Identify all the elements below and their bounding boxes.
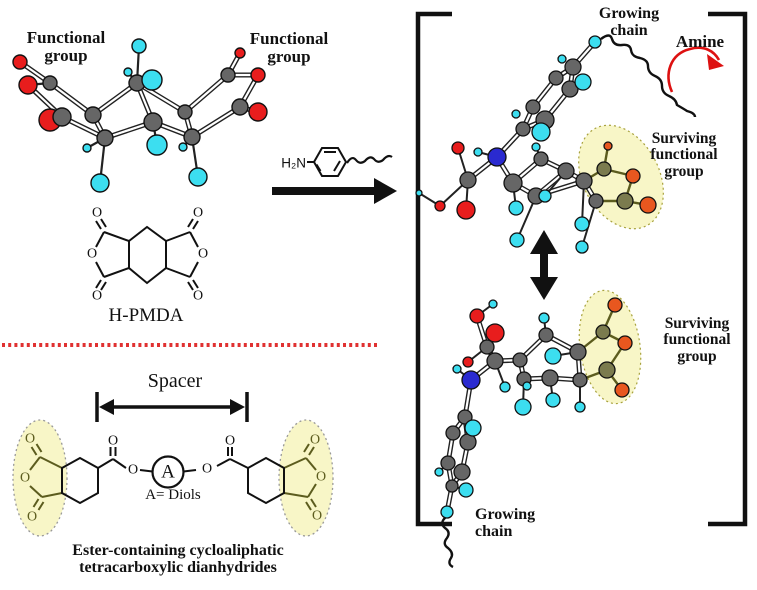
amine-label: Amine — [675, 32, 725, 51]
oxygen-label: O — [193, 206, 203, 221]
bracket-right — [708, 11, 748, 527]
functional-group-label-left: Functional group — [26, 28, 106, 65]
growing-chain-squiggle-top — [600, 34, 697, 118]
bracket-left — [415, 11, 452, 527]
highlight-oval-left — [12, 419, 68, 537]
oxygen-label: O — [87, 247, 97, 262]
oxygen-label: O — [27, 510, 37, 525]
ester-dianhydride-structure: O O O O A O O O O O O — [12, 419, 334, 537]
linker-a-label: A — [161, 462, 175, 483]
amine-formula: H₂N — [281, 156, 306, 171]
spacer-label: Spacer — [147, 370, 203, 392]
oxygen-label: O — [310, 433, 320, 448]
oxygen-label: O — [25, 432, 35, 447]
hpmda-3d-model — [12, 38, 268, 193]
highlight-oval-right — [278, 419, 334, 537]
oxygen-label: O — [198, 247, 208, 262]
reaction-arrow — [272, 178, 397, 204]
oxygen-label: O — [92, 206, 102, 221]
oxygen-label: O — [225, 434, 235, 449]
oxygen-label: O — [128, 463, 138, 478]
surviving-group-label-bottom: Surviving functional group — [663, 315, 731, 365]
caption: Ester-containing cycloaliphatic tetracar… — [72, 542, 284, 576]
spacer-arrow — [95, 392, 249, 422]
growing-chain-label-top: Growing chain — [598, 5, 660, 39]
hpmda-structure: O O O O O O — [87, 206, 208, 304]
polymer-molecule-bottom — [434, 289, 642, 569]
reagent-squiggle — [346, 154, 393, 164]
oxygen-label: O — [92, 289, 102, 304]
oxygen-label: O — [312, 509, 322, 524]
oxygen-label: O — [20, 471, 30, 486]
growing-chain-label-bottom: Growing chain — [475, 506, 536, 540]
oxygen-label: O — [316, 470, 326, 485]
polymer-molecule-top — [415, 34, 697, 254]
oxygen-label: O — [108, 434, 118, 449]
functional-group-label-right: Functional group — [249, 29, 329, 66]
oxygen-label: O — [193, 289, 203, 304]
amine-curved-arrow — [667, 46, 724, 93]
hpmda-name: H-PMDA — [108, 305, 184, 326]
oxygen-label: O — [202, 462, 212, 477]
surviving-group-label-top: Surviving functional group — [650, 130, 718, 180]
growing-chain-squiggle-bottom — [441, 516, 454, 569]
exchange-arrow — [530, 230, 558, 300]
amine-reagent: H₂N — [281, 147, 393, 177]
linker-definition: A= Diols — [145, 487, 201, 503]
